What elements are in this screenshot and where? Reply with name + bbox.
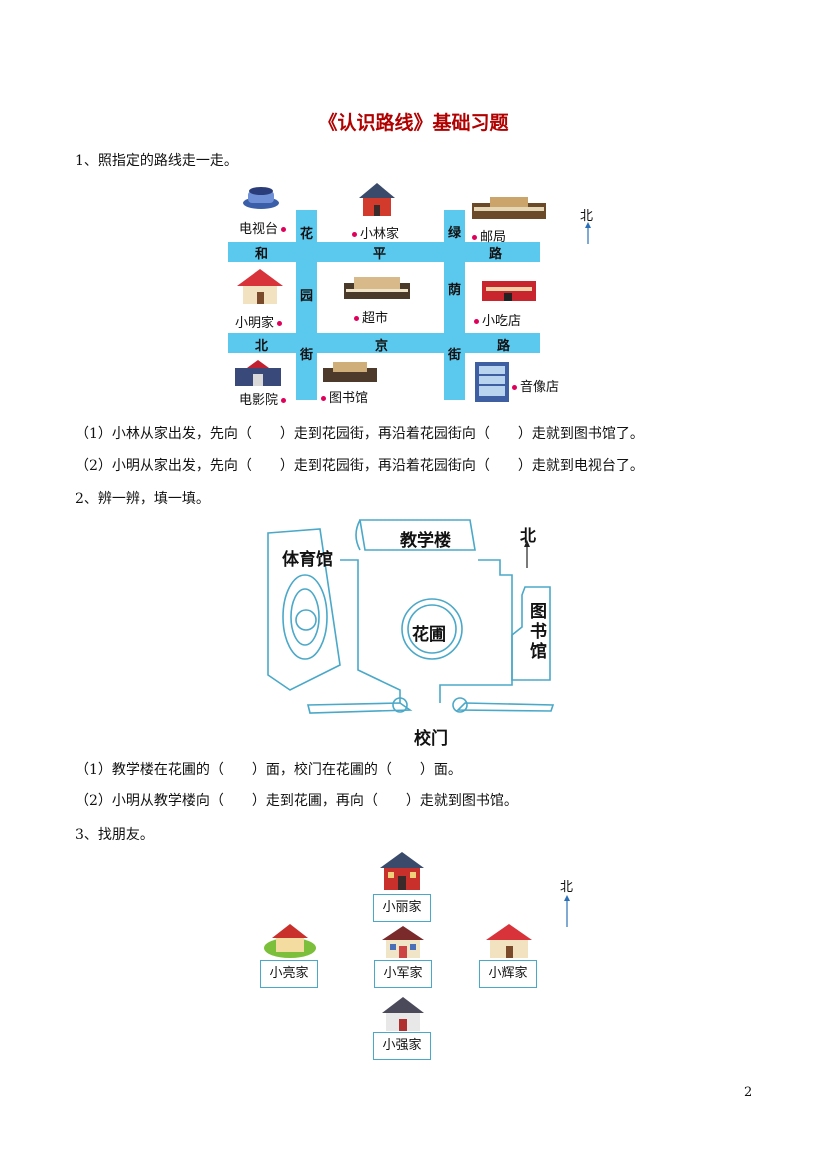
- road-char: 路: [497, 339, 511, 354]
- library-label: 图书馆: [530, 602, 547, 662]
- road-char: 花: [300, 227, 314, 242]
- q2-sub2: （2）小明从教学楼向（ ）走到花圃，再向（ ）走就到图书馆。: [75, 793, 518, 809]
- north-arrow-icon: [585, 222, 591, 244]
- gate-label: 校门: [414, 729, 448, 749]
- library-icon: [323, 362, 377, 382]
- xiaohui-house-label: 小辉家: [479, 960, 537, 988]
- music-store-icon: [475, 362, 509, 402]
- road-char: 和: [255, 247, 269, 262]
- gym-label: 体育馆: [282, 550, 333, 570]
- north-label: 北: [580, 209, 594, 224]
- snack-shop-label: 小吃店: [471, 310, 521, 329]
- xiaojun-house-label: 小军家: [374, 960, 432, 988]
- q3-heading: 3、找朋友。: [75, 827, 154, 843]
- music-store-label: 音像店: [509, 376, 559, 395]
- lvyin-street: [444, 210, 465, 400]
- road-char: 路: [489, 247, 503, 262]
- xiaoliang-house-icon: [264, 924, 316, 958]
- xiaoqiang-house-icon: [382, 997, 424, 1031]
- xiaoli-house-label: 小丽家: [373, 894, 431, 922]
- road-char: 绿: [448, 226, 462, 241]
- q1-map: 和 平 路 北 京 路 花 园 街 绿 荫 街 电视台 小林家 邮局 小明家 超…: [225, 180, 593, 408]
- q2-heading: 2、辨一辨，填一填。: [75, 491, 210, 507]
- road-char: 街: [300, 348, 314, 363]
- north-arrow-icon: [564, 895, 570, 927]
- q1-heading: 1、照指定的路线走一走。: [75, 153, 238, 169]
- post-office-icon: [472, 197, 546, 219]
- cinema-icon: [235, 360, 281, 386]
- road-char: 街: [448, 348, 462, 363]
- garden-label: 花圃: [412, 625, 446, 645]
- xiaoliang-house-label: 小亮家: [260, 960, 318, 988]
- xiaohui-house-icon: [486, 924, 532, 958]
- road-char: 荫: [448, 283, 462, 298]
- xiaolin-house-icon: [359, 183, 395, 216]
- north-arrow-icon: [524, 540, 530, 568]
- road-char: 京: [375, 339, 389, 354]
- page-title: 《认识路线》基础习题: [318, 112, 509, 134]
- cinema-label: 电影院: [239, 389, 289, 408]
- xiaoming-house-icon: [237, 269, 283, 304]
- library-label: 图书馆: [318, 387, 368, 406]
- north-label: 北: [520, 526, 537, 545]
- q2-sub1: （1）教学楼在花圃的（ ）面，校门在花圃的（ ）面。: [75, 762, 462, 778]
- xiaoli-house-icon: [380, 852, 424, 890]
- tv-station-label: 电视台: [239, 218, 289, 237]
- q1-sub1: （1）小林从家出发，先向（ ）走到花园街，再沿着花园街向（ ）走就到图书馆了。: [75, 426, 644, 442]
- teaching-building-label: 教学楼: [400, 531, 451, 551]
- supermarket-label: 超市: [351, 307, 388, 326]
- road-char: 北: [255, 339, 269, 354]
- xiaoming-label: 小明家: [235, 312, 285, 331]
- huayuan-street: [296, 210, 317, 400]
- road-char: 园: [300, 289, 314, 304]
- north-label: 北: [560, 880, 574, 895]
- q2-campus-map: [267, 519, 555, 714]
- post-office-label: 邮局: [469, 226, 506, 245]
- q1-sub2: （2）小明从家出发，先向（ ）走到花园街，再沿着花园街向（ ）走就到电视台了。: [75, 458, 644, 474]
- snack-shop-icon: [482, 281, 536, 301]
- xiaoqiang-house-label: 小强家: [373, 1032, 431, 1060]
- road-char: 平: [373, 247, 387, 262]
- page-number: 2: [744, 1085, 753, 1100]
- supermarket-icon: [344, 277, 410, 299]
- xiaojun-house-icon: [382, 926, 424, 958]
- tv-station-icon: [243, 187, 279, 209]
- xiaolin-label: 小林家: [349, 223, 399, 242]
